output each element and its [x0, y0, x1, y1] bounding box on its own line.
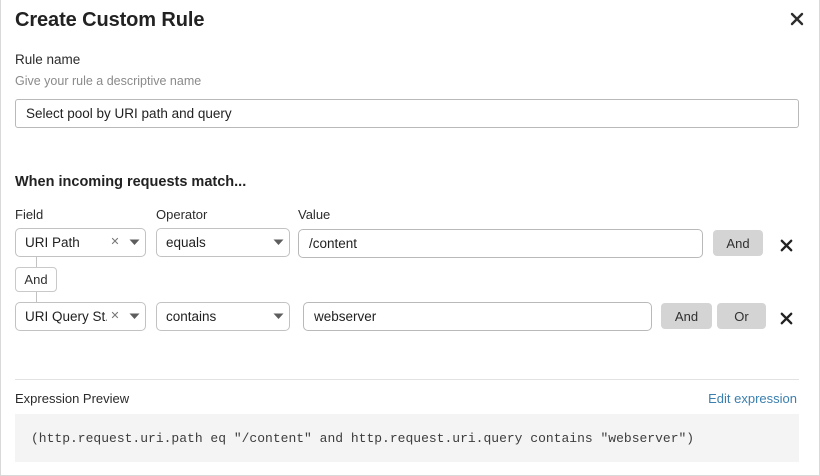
section-divider: [15, 379, 799, 380]
chevron-down-icon-glyph: [129, 239, 139, 245]
expression-preview-label: Expression Preview: [15, 391, 130, 406]
expression-preview-code: (http.request.uri.path eq "/content" and…: [31, 430, 695, 446]
condition-field-value-1: URI Query St...: [25, 309, 107, 324]
chevron-down-icon[interactable]: [123, 313, 145, 320]
rule-name-label: Rule name: [15, 52, 81, 67]
close-icon[interactable]: [784, 6, 810, 32]
expression-preview-box: (http.request.uri.path eq "/content" and…: [15, 414, 799, 462]
chevron-down-icon-glyph: [273, 239, 283, 245]
condition-field-select-1[interactable]: URI Query St... ✕: [15, 302, 146, 331]
clear-icon[interactable]: ✕: [110, 310, 120, 322]
close-icon-glyph: [780, 239, 792, 251]
condition-value-input-1[interactable]: [303, 302, 652, 331]
condition-delete-button-1[interactable]: [777, 309, 795, 327]
chevron-down-icon-glyph: [273, 313, 283, 319]
condition-or-button-1[interactable]: Or: [717, 303, 766, 329]
column-header-field: Field: [15, 207, 44, 222]
chevron-down-icon[interactable]: [267, 313, 289, 320]
condition-connector-bottom: [36, 292, 37, 309]
rule-name-input[interactable]: [15, 99, 799, 128]
condition-operator-value-0: equals: [166, 235, 206, 250]
chevron-down-icon[interactable]: [267, 239, 289, 246]
condition-and-button-0[interactable]: And: [713, 230, 763, 256]
condition-delete-button-0[interactable]: [777, 236, 795, 254]
chevron-down-icon-glyph: [129, 313, 139, 319]
column-header-value: Value: [298, 207, 331, 222]
condition-operator-select-0[interactable]: equals: [156, 228, 290, 257]
condition-field-select-0[interactable]: URI Path ✕: [15, 228, 146, 257]
group-logic-badge[interactable]: And: [15, 267, 57, 292]
condition-value-input-0[interactable]: [298, 229, 703, 258]
close-icon-glyph: [780, 312, 792, 324]
dialog-title: Create Custom Rule: [15, 9, 205, 31]
close-icon-glyph: [790, 12, 804, 26]
rule-name-hint: Give your rule a descriptive name: [15, 74, 202, 88]
clear-icon[interactable]: ✕: [110, 236, 120, 248]
condition-operator-select-1[interactable]: contains: [156, 302, 290, 331]
condition-field-value-0: URI Path: [25, 235, 80, 250]
column-header-operator: Operator: [156, 207, 208, 222]
edit-expression-link[interactable]: Edit expression: [708, 391, 797, 406]
chevron-down-icon[interactable]: [123, 239, 145, 246]
conditions-heading: When incoming requests match...: [15, 174, 247, 190]
condition-operator-value-1: contains: [166, 309, 217, 324]
condition-and-button-1[interactable]: And: [661, 303, 712, 329]
